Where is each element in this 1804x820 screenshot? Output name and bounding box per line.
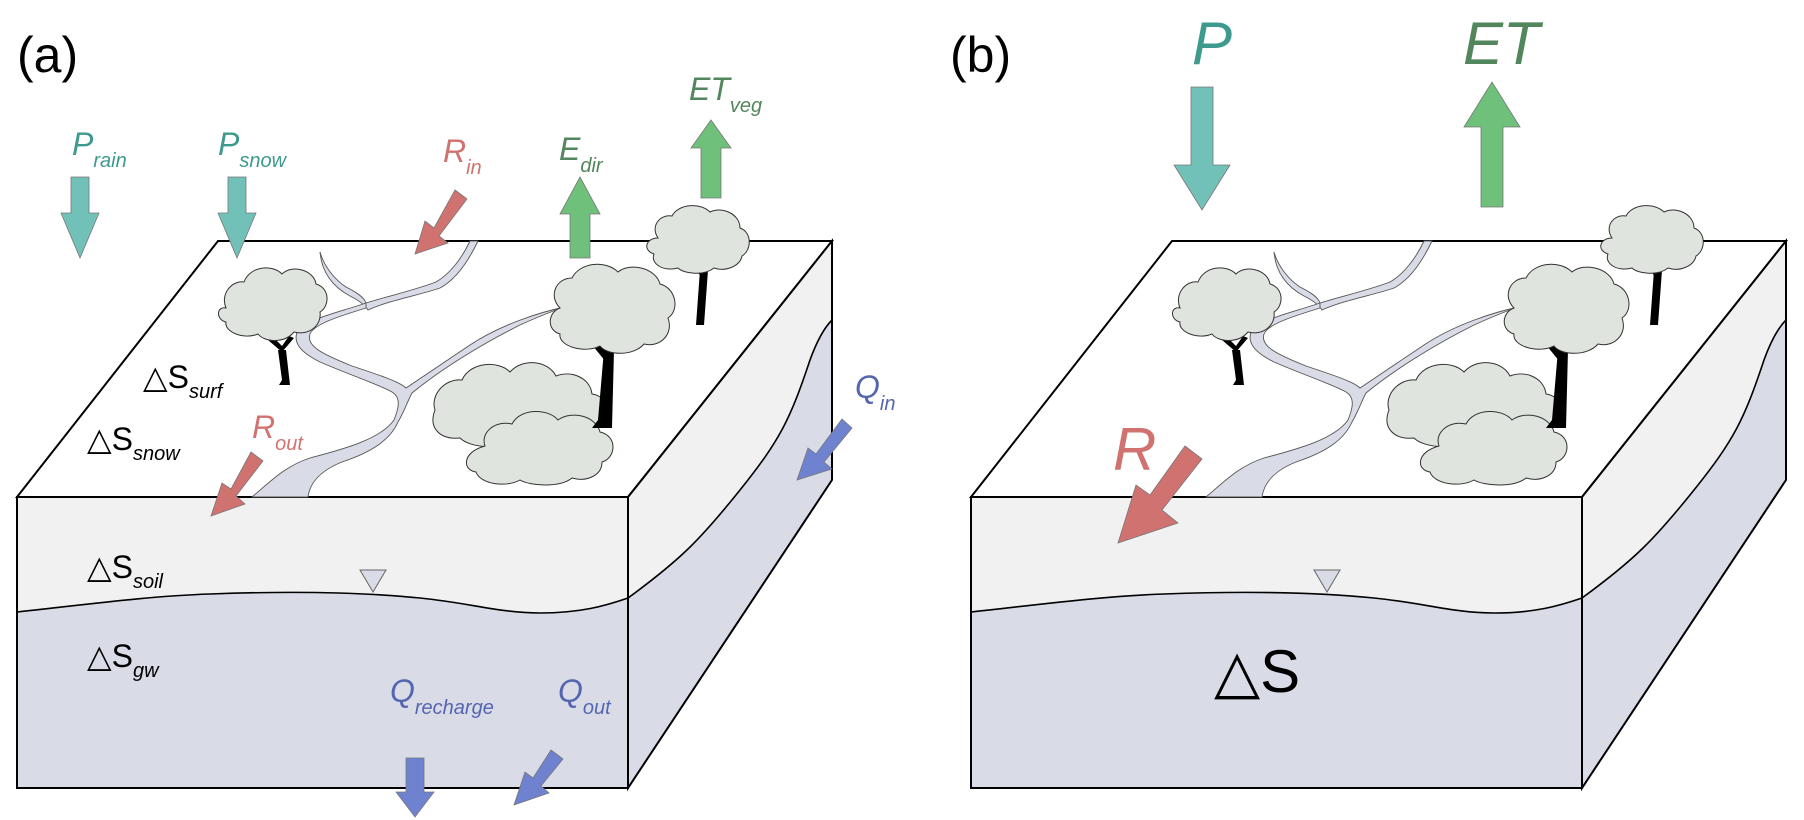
p-snow-arrow (217, 176, 257, 260)
ds-snow-label: △Ssnow (87, 421, 181, 465)
p-arrow (1173, 86, 1231, 211)
q-recharge-label: Qrecharge (390, 673, 494, 719)
p-rain-arrow (60, 176, 100, 260)
q-in-arrow (796, 418, 853, 481)
ds-gw-label: △Sgw (87, 638, 160, 682)
ds-soil-label: △Ssoil (87, 549, 164, 593)
panel-a-label: (a) (17, 27, 78, 83)
q-out-label: Qout (558, 673, 612, 719)
r-arrow (1117, 445, 1203, 544)
et-veg-label: ETveg (689, 71, 762, 117)
et-veg-arrow (690, 119, 732, 199)
p-rain-label: Prain (72, 126, 127, 172)
e-dir-label: Edir (559, 131, 604, 177)
q-in-label: Qin (855, 369, 895, 415)
et-arrow (1463, 81, 1521, 208)
q-out-arrow (513, 749, 564, 806)
ds-label: △S (1214, 638, 1300, 705)
q-recharge-arrow (395, 757, 435, 818)
r-in-arrow (414, 189, 468, 255)
panel-b-block (970, 204, 1787, 789)
r-out-label: Rout (252, 409, 304, 455)
r-label: R (1113, 416, 1156, 483)
ds-surf-label: △Ssurf (143, 359, 225, 403)
et-label: ET (1463, 10, 1544, 77)
r-out-arrow (210, 451, 264, 517)
e-dir-arrow (559, 176, 601, 259)
p-snow-label: Psnow (218, 126, 288, 172)
p-label: P (1192, 10, 1232, 77)
panel-b-label: (b) (950, 27, 1011, 83)
r-in-label: Rin (443, 133, 482, 179)
